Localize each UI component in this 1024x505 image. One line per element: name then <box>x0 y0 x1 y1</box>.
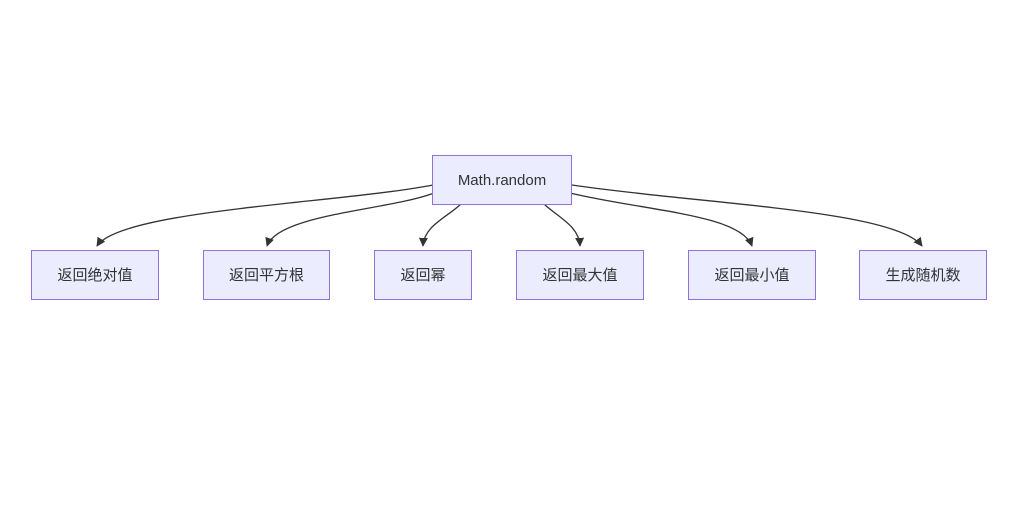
edge-root-to-max <box>543 203 585 247</box>
node-generate-random-number: 生成随机数 <box>859 250 987 300</box>
node-return-power: 返回幂 <box>374 250 472 300</box>
edge-root-to-power <box>418 203 462 247</box>
node-return-max-value: 返回最大值 <box>516 250 644 300</box>
node-return-min-value: 返回最小值 <box>688 250 816 300</box>
node-return-absolute-value: 返回绝对值 <box>31 250 159 300</box>
edge-root-to-random <box>571 184 923 247</box>
node-return-square-root: 返回平方根 <box>203 250 330 300</box>
node-math-random: Math.random <box>432 155 572 205</box>
edge-root-to-square-root <box>265 192 435 247</box>
edge-root-to-absolute-value <box>96 184 434 247</box>
edge-root-to-min <box>569 192 754 247</box>
